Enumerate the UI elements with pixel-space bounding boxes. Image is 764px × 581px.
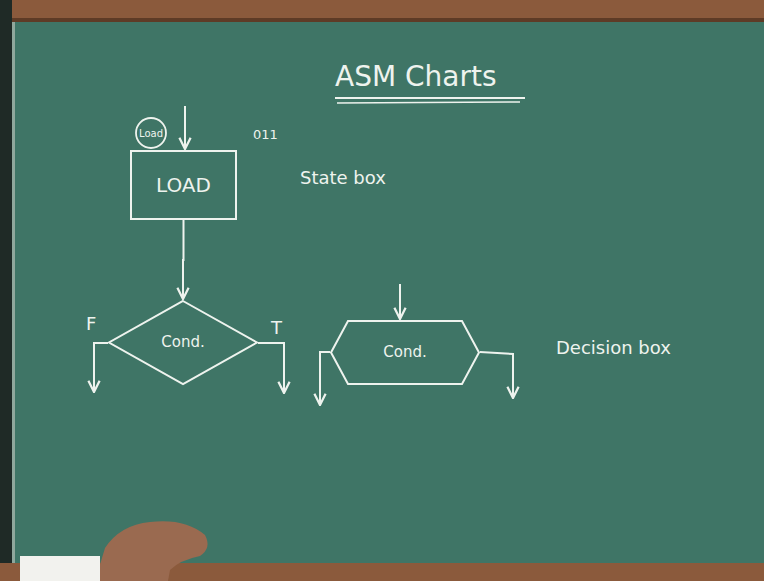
top-frame: [0, 0, 764, 18]
node-text: Cond.: [383, 344, 426, 361]
left-frame: [0, 0, 12, 581]
title-underline: [335, 97, 525, 99]
branch-label: T: [271, 318, 282, 338]
decision-diamond: Cond.: [108, 300, 258, 385]
top-frame-edge: [0, 18, 764, 22]
true-exit-arrow: [258, 343, 284, 393]
sleeve: [20, 556, 100, 581]
flow-arrow: [182, 220, 185, 299]
node-text: Cond.: [161, 334, 204, 351]
state-box: LOAD: [130, 150, 237, 220]
entry-arrow: [184, 106, 186, 149]
node-text: LOAD: [156, 174, 211, 196]
branch-label: F: [86, 314, 96, 334]
note: State box: [300, 168, 386, 188]
left-frame-edge: [12, 22, 15, 581]
entry-arrow: [399, 284, 401, 319]
decision-box: Cond.: [330, 320, 480, 385]
node-text: Load: [139, 128, 163, 139]
state-code: 011: [253, 128, 278, 142]
right-exit-arrow: [480, 352, 513, 398]
title-underline: [337, 102, 520, 103]
false-exit-arrow: [94, 343, 108, 392]
state-name-circle: Load: [135, 117, 167, 149]
note: Decision box: [556, 338, 671, 358]
hand: [95, 521, 208, 581]
left-exit-arrow: [320, 352, 330, 405]
title: ASM Charts: [335, 62, 497, 93]
